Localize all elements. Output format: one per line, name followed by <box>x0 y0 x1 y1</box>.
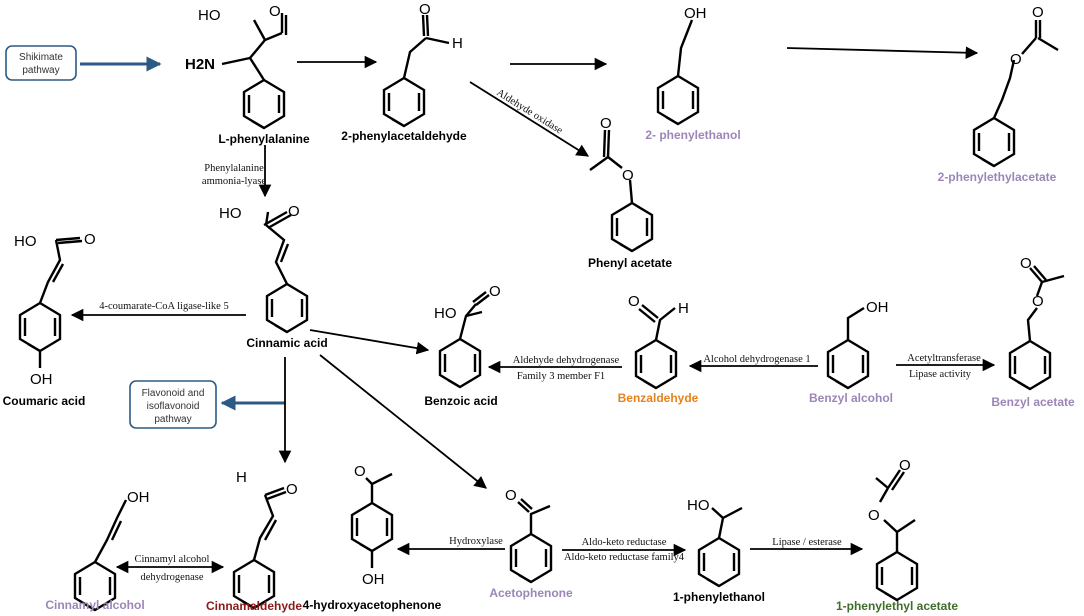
atom-oh-coumaric: OH <box>30 371 53 388</box>
atom-labels: HO O H2N O H OH O O O O HO O HO O OH HO … <box>14 1 1044 588</box>
benzene-ring-cinnamaldehyde <box>232 558 276 610</box>
enzyme-lipase-activity: Lipase activity <box>909 369 972 380</box>
atom-o-carbonyl-1-phenylethyl-acetate: O <box>899 457 911 474</box>
atom-o-ester-benzyl-acetate: O <box>1032 293 1044 310</box>
benzene-ring-phenylethylacetate <box>972 116 1016 168</box>
benzene-ring-phenyl-acetate <box>610 201 654 253</box>
atom-ho-cinnamic: HO <box>219 205 242 222</box>
atom-o-phenylacetaldehyde: O <box>419 1 431 18</box>
atom-o-benzoic: O <box>489 283 501 300</box>
atom-o-ester-phenyl-acetate: O <box>622 167 634 184</box>
atom-o-phenylalanine: O <box>269 3 281 20</box>
atom-h2n: H2N <box>185 56 215 73</box>
atom-oh-cinnamyl-alcohol: OH <box>127 489 150 506</box>
atom-o-ester-1-phenylethyl-acetate: O <box>868 507 880 524</box>
benzene-ring-benzyl-acetate <box>1008 339 1052 391</box>
atom-o-carbonyl-benzyl-acetate: O <box>1020 255 1032 272</box>
atom-h-cinnamaldehyde: H <box>236 469 247 486</box>
benzene-ring-phenylalanine <box>242 78 286 130</box>
arrow-to-benzoic <box>309 329 430 355</box>
name-cinnamic-acid: Cinnamic acid <box>246 336 327 350</box>
name-benzaldehyde: Benzaldehyde <box>618 391 699 405</box>
atom-oh-phenylethanol: OH <box>684 5 707 22</box>
atom-o-coumaric: O <box>84 231 96 248</box>
arrow-to-phenyl-acetate <box>469 81 590 157</box>
benzene-ring-hydroxyacetophenone <box>350 501 394 553</box>
atom-ho-benzoic: HO <box>434 305 457 322</box>
benzene-ring-benzaldehyde <box>634 338 678 390</box>
enzyme-ald-dehyd-1: Aldehyde dehydrogenase <box>513 355 620 366</box>
name-l-phenylalanine: L-phenylalanine <box>218 132 310 146</box>
atom-o-ester-phenylethylacetate: O <box>1010 51 1022 68</box>
name-acetophenone: Acetophenone <box>489 586 573 600</box>
enzyme-lipase-esterase: Lipase / esterase <box>772 537 842 548</box>
enzyme-coumarate: 4-coumarate-CoA ligase-like 5 <box>99 301 228 312</box>
name-phenylacetaldehyde: 2-phenylacetaldehyde <box>341 129 467 143</box>
flavonoid-label-3: pathway <box>154 414 191 425</box>
atom-ho-phenylalanine: HO <box>198 7 221 24</box>
compound-names: L-phenylalanine 2-phenylacetaldehyde 2- … <box>3 128 1075 613</box>
enzyme-labels: Aldehyde oxidase Phenylalanine ammonia-l… <box>99 87 981 583</box>
atom-o-cinnamic: O <box>288 203 300 220</box>
benzene-ring-acetophenone <box>509 532 553 584</box>
benzene-ring-benzoic-acid <box>438 337 482 389</box>
flavonoid-pathway-box: Flavonoid and isoflavonoid pathway <box>129 380 217 429</box>
name-1-phenylethyl-acetate: 1-phenylethyl acetate <box>836 599 958 613</box>
shikimate-label-1: Shikimate <box>19 52 63 63</box>
enzyme-alc-dehyd: Alcohol dehydrogenase 1 <box>703 354 810 365</box>
benzene-ring-cinnamic-acid <box>265 282 309 334</box>
enzyme-pal-2: ammonia-lyase <box>202 176 266 187</box>
arrow-to-phenylethylacetate <box>786 46 979 59</box>
atom-o-benzaldehyde: O <box>628 293 640 310</box>
atom-oh-benzyl-alcohol: OH <box>866 299 889 316</box>
benzene-ring-1-phenylethyl-acetate <box>875 550 919 602</box>
benzene-ring-coumaric-acid <box>18 301 62 353</box>
name-benzyl-acetate: Benzyl acetate <box>991 395 1075 409</box>
enzyme-hydroxylase: Hydroxylase <box>449 536 503 547</box>
benzene-ring-1-phenylethanol <box>697 536 741 588</box>
name-phenyl-acetate: Phenyl acetate <box>588 256 672 270</box>
arrow-to-acetophenone <box>319 354 487 489</box>
name-cinnamaldehyde: Cinnamaldehyde <box>206 599 302 613</box>
atom-o-cinnamaldehyde: O <box>286 481 298 498</box>
enzyme-pal-1: Phenylalanine <box>204 163 264 174</box>
benzene-ring-cinnamyl-alcohol <box>73 560 117 612</box>
atom-h-phenylacetaldehyde: H <box>452 35 463 52</box>
atom-o-carbonyl-phenyl-acetate: O <box>600 115 612 132</box>
enzyme-aldehyde-oxidase: Aldehyde oxidase <box>494 87 564 137</box>
enzyme-aldo-keto-1: Aldo-keto reductase <box>582 537 667 548</box>
enzyme-aldo-keto-2: Aldo-keto reductase family4 <box>564 552 685 563</box>
atom-ho-coumaric: HO <box>14 233 37 250</box>
name-phenylethanol: 2- phenylethanol <box>645 128 740 142</box>
benzene-ring-phenylethanol <box>656 74 700 126</box>
shikimate-label-2: pathway <box>22 65 59 76</box>
enzyme-acetyltransferase: Acetyltransferase <box>907 353 981 364</box>
molecule-structures <box>18 13 1065 612</box>
atom-o-acetophenone: O <box>505 487 517 504</box>
enzyme-cinnamyl-dehyd-1: Cinnamyl alcohol <box>135 554 210 565</box>
enzyme-cinnamyl-dehyd-2: dehydrogenase <box>141 572 204 583</box>
atom-o-hydroxyacetophenone: O <box>354 463 366 480</box>
name-coumaric-acid: Coumaric acid <box>3 394 86 408</box>
benzene-ring-benzyl-alcohol <box>826 338 870 390</box>
name-1-phenylethanol: 1-phenylethanol <box>673 590 765 604</box>
benzene-ring-phenylacetaldehyde <box>382 76 426 128</box>
name-hydroxyacetophenone: 4-hydroxyacetophenone <box>303 598 442 612</box>
name-cinnamyl-alcohol: Cinnamyl alcohol <box>45 598 144 612</box>
shikimate-pathway-box: Shikimate pathway <box>5 45 77 81</box>
name-benzyl-alcohol: Benzyl alcohol <box>809 391 893 405</box>
name-benzoic-acid: Benzoic acid <box>424 394 497 408</box>
atom-oh-hydroxyacetophenone: OH <box>362 571 385 588</box>
flavonoid-label-2: isoflavonoid <box>147 401 200 412</box>
atom-ho-1-phenylethanol: HO <box>687 497 710 514</box>
name-phenylethylacetate: 2-phenylethylacetate <box>938 170 1057 184</box>
atom-o-carbonyl-phenylethylacetate: O <box>1032 4 1044 21</box>
reaction-arrows <box>70 46 996 574</box>
enzyme-ald-dehyd-2: Family 3 member F1 <box>517 371 605 382</box>
flavonoid-label-1: Flavonoid and <box>142 388 205 399</box>
atom-h-benzaldehyde: H <box>678 300 689 317</box>
